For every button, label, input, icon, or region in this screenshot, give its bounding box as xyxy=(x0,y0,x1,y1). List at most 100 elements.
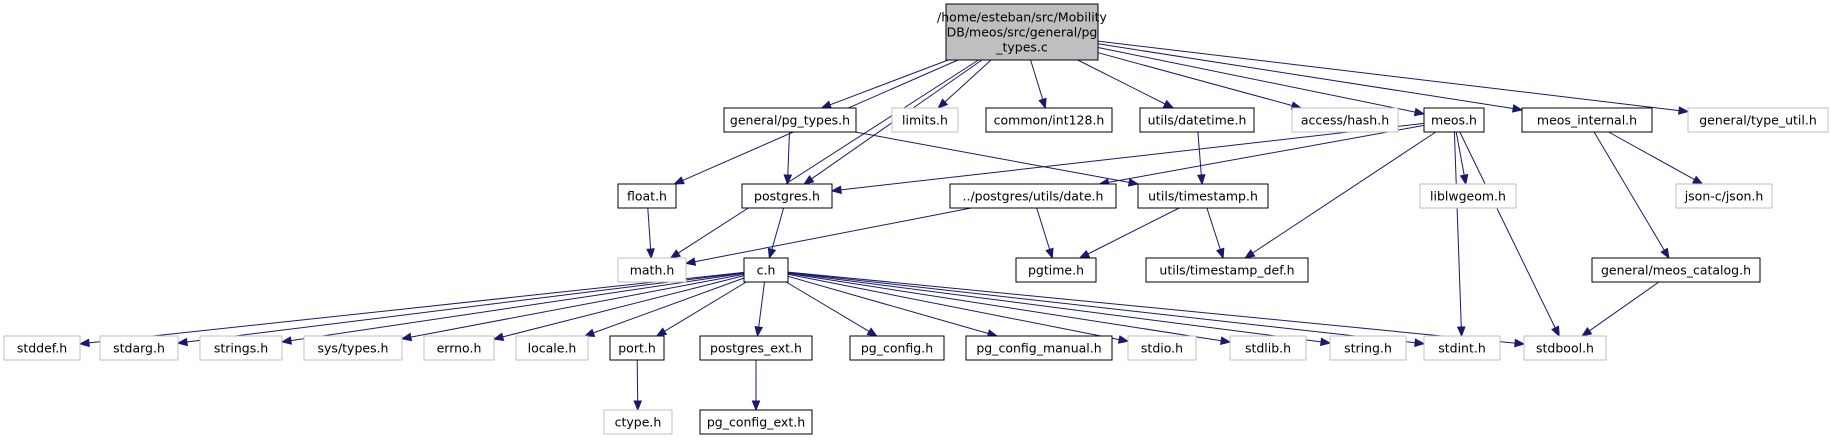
edge-line xyxy=(1252,131,1437,254)
edge-line xyxy=(787,272,1416,344)
node-box xyxy=(1015,257,1097,283)
edge-arrowhead xyxy=(1413,107,1426,117)
edge-line xyxy=(758,281,765,328)
edge-c-h-to-postgres-ext-h xyxy=(754,281,765,338)
node-pgtime-h[interactable]: pgtime.h xyxy=(1015,257,1097,283)
edge-line xyxy=(1455,131,1465,176)
node-box xyxy=(617,257,687,283)
node-meos-internal-h[interactable]: meos_internal.h xyxy=(1521,107,1653,133)
edge-meos-h-to-stdbool-h xyxy=(1459,131,1560,338)
edge-line xyxy=(1097,52,1293,107)
edge-root-to-utils-datetime-h xyxy=(1077,59,1175,109)
edge-line xyxy=(1097,43,1514,109)
node-label: ctype.h xyxy=(615,415,662,430)
node-label: common/int128.h xyxy=(994,113,1105,128)
edge-c-h-to-stdbool-h xyxy=(787,271,1526,348)
node-label: pg_config.h xyxy=(861,341,933,356)
node-pg-config-ext-h[interactable]: pg_config_ext.h xyxy=(699,409,813,435)
edge-arrowhead xyxy=(751,400,761,412)
edge-meos-h-to-stdint-h xyxy=(1453,131,1466,338)
edge-root-to-meos-h xyxy=(1097,47,1426,117)
edge-arrowhead xyxy=(78,338,90,348)
node-box xyxy=(743,257,789,283)
node-math-h: math.h xyxy=(617,257,687,283)
node-c-h[interactable]: c.h xyxy=(743,257,789,283)
edge-general-pg-types-h-to-postgres-h xyxy=(783,131,793,186)
node-box xyxy=(423,335,495,361)
node-postgres-h[interactable]: postgres.h xyxy=(741,183,833,209)
node-postgres-utils-date-h[interactable]: ../postgres/utils/date.h xyxy=(949,183,1117,209)
node-label: postgres_ext.h xyxy=(710,341,802,356)
node-label: json-c/json.h xyxy=(1684,189,1764,204)
node-box xyxy=(603,409,673,435)
node-common-int128-h[interactable]: common/int128.h xyxy=(985,107,1113,133)
node-root[interactable]: /home/esteban/src/MobilityDB/meos/src/ge… xyxy=(937,3,1108,61)
node-box xyxy=(741,183,833,209)
node-errno-h: errno.h xyxy=(423,335,495,361)
node-label: stdint.h xyxy=(1438,341,1486,356)
node-stdlib-h: stdlib.h xyxy=(1229,335,1307,361)
node-label: general/type_util.h xyxy=(1699,113,1817,128)
edge-line xyxy=(1589,281,1660,332)
edge-arrowhead xyxy=(1580,327,1593,337)
node-utils-timestamp-h[interactable]: utils/timestamp.h xyxy=(1137,183,1269,209)
node-pg-config-manual-h[interactable]: pg_config_manual.h xyxy=(965,335,1113,361)
node-label: limits.h xyxy=(902,113,948,128)
edge-line xyxy=(88,271,745,344)
edge-root-to-meos-internal-h xyxy=(1097,43,1524,113)
node-pg-config-h[interactable]: pg_config.h xyxy=(849,335,945,361)
edge-meos-h-to-postgres-h xyxy=(830,122,1425,195)
edge-line xyxy=(694,207,972,263)
node-meos-h[interactable]: meos.h xyxy=(1423,107,1485,133)
edge-c-h-to-port-h xyxy=(655,281,747,337)
edge-arrowhead xyxy=(1511,104,1524,113)
edge-c-h-to-string-h xyxy=(787,272,1332,347)
node-utils-datetime-h[interactable]: utils/datetime.h xyxy=(1139,107,1255,133)
edge-arrowhead xyxy=(646,248,655,260)
edge-c-h-to-stdio-h xyxy=(787,273,1130,344)
edge-root-to-math-h xyxy=(669,59,979,259)
node-box xyxy=(945,3,1099,61)
node-access-hash-h: access/hash.h xyxy=(1291,107,1399,133)
node-label: pg_config_manual.h xyxy=(976,341,1101,356)
node-label: utils/timestamp.h xyxy=(1148,189,1258,204)
edge-postgres-utils-date-h-to-pgtime-h xyxy=(1036,207,1054,260)
node-utils-timestamp-def-h[interactable]: utils/timestamp_def.h xyxy=(1145,257,1309,283)
edge-line xyxy=(636,359,639,402)
node-label: stdio.h xyxy=(1141,341,1183,356)
edges-layer xyxy=(78,40,1704,412)
edge-arrowhead xyxy=(803,175,815,185)
node-port-h[interactable]: port.h xyxy=(609,335,665,361)
node-box xyxy=(1423,107,1485,133)
edge-arrowhead xyxy=(937,98,949,109)
node-box xyxy=(1687,107,1829,133)
edge-arrowhead xyxy=(754,326,764,338)
node-label: stdlib.h xyxy=(1245,341,1291,356)
node-label: pg_config_ext.h xyxy=(707,415,805,430)
node-limits-h: limits.h xyxy=(891,107,959,133)
edge-arrowhead xyxy=(1660,247,1670,260)
node-box xyxy=(1145,257,1309,283)
node-box xyxy=(949,183,1117,209)
edge-arrowhead xyxy=(1459,173,1469,186)
edge-line xyxy=(1030,59,1044,100)
node-general-meos-catalog-h[interactable]: general/meos_catalog.h xyxy=(1591,257,1761,283)
node-general-pg-types-h[interactable]: general/pg_types.h xyxy=(723,107,857,133)
edge-line xyxy=(502,275,745,338)
edge-line xyxy=(1197,131,1202,176)
edge-arrowhead xyxy=(1162,99,1175,109)
node-postgres-ext-h[interactable]: postgres_ext.h xyxy=(699,335,813,361)
node-box xyxy=(965,335,1113,361)
edge-arrowhead xyxy=(655,327,668,337)
node-label: stdbool.h xyxy=(1536,341,1594,356)
edge-arrowhead xyxy=(783,174,793,186)
node-label: pgtime.h xyxy=(1028,263,1084,278)
node-label: errno.h xyxy=(437,341,482,356)
node-float-h[interactable]: float.h xyxy=(617,183,677,209)
edge-utils-timestamp-h-to-utils-timestamp-def-h xyxy=(1206,207,1225,260)
node-label: meos.h xyxy=(1431,113,1477,128)
node-box xyxy=(1523,335,1607,361)
edge-line xyxy=(186,272,745,343)
edge-meos-internal-h-to-json-c-json-h xyxy=(1608,131,1704,185)
